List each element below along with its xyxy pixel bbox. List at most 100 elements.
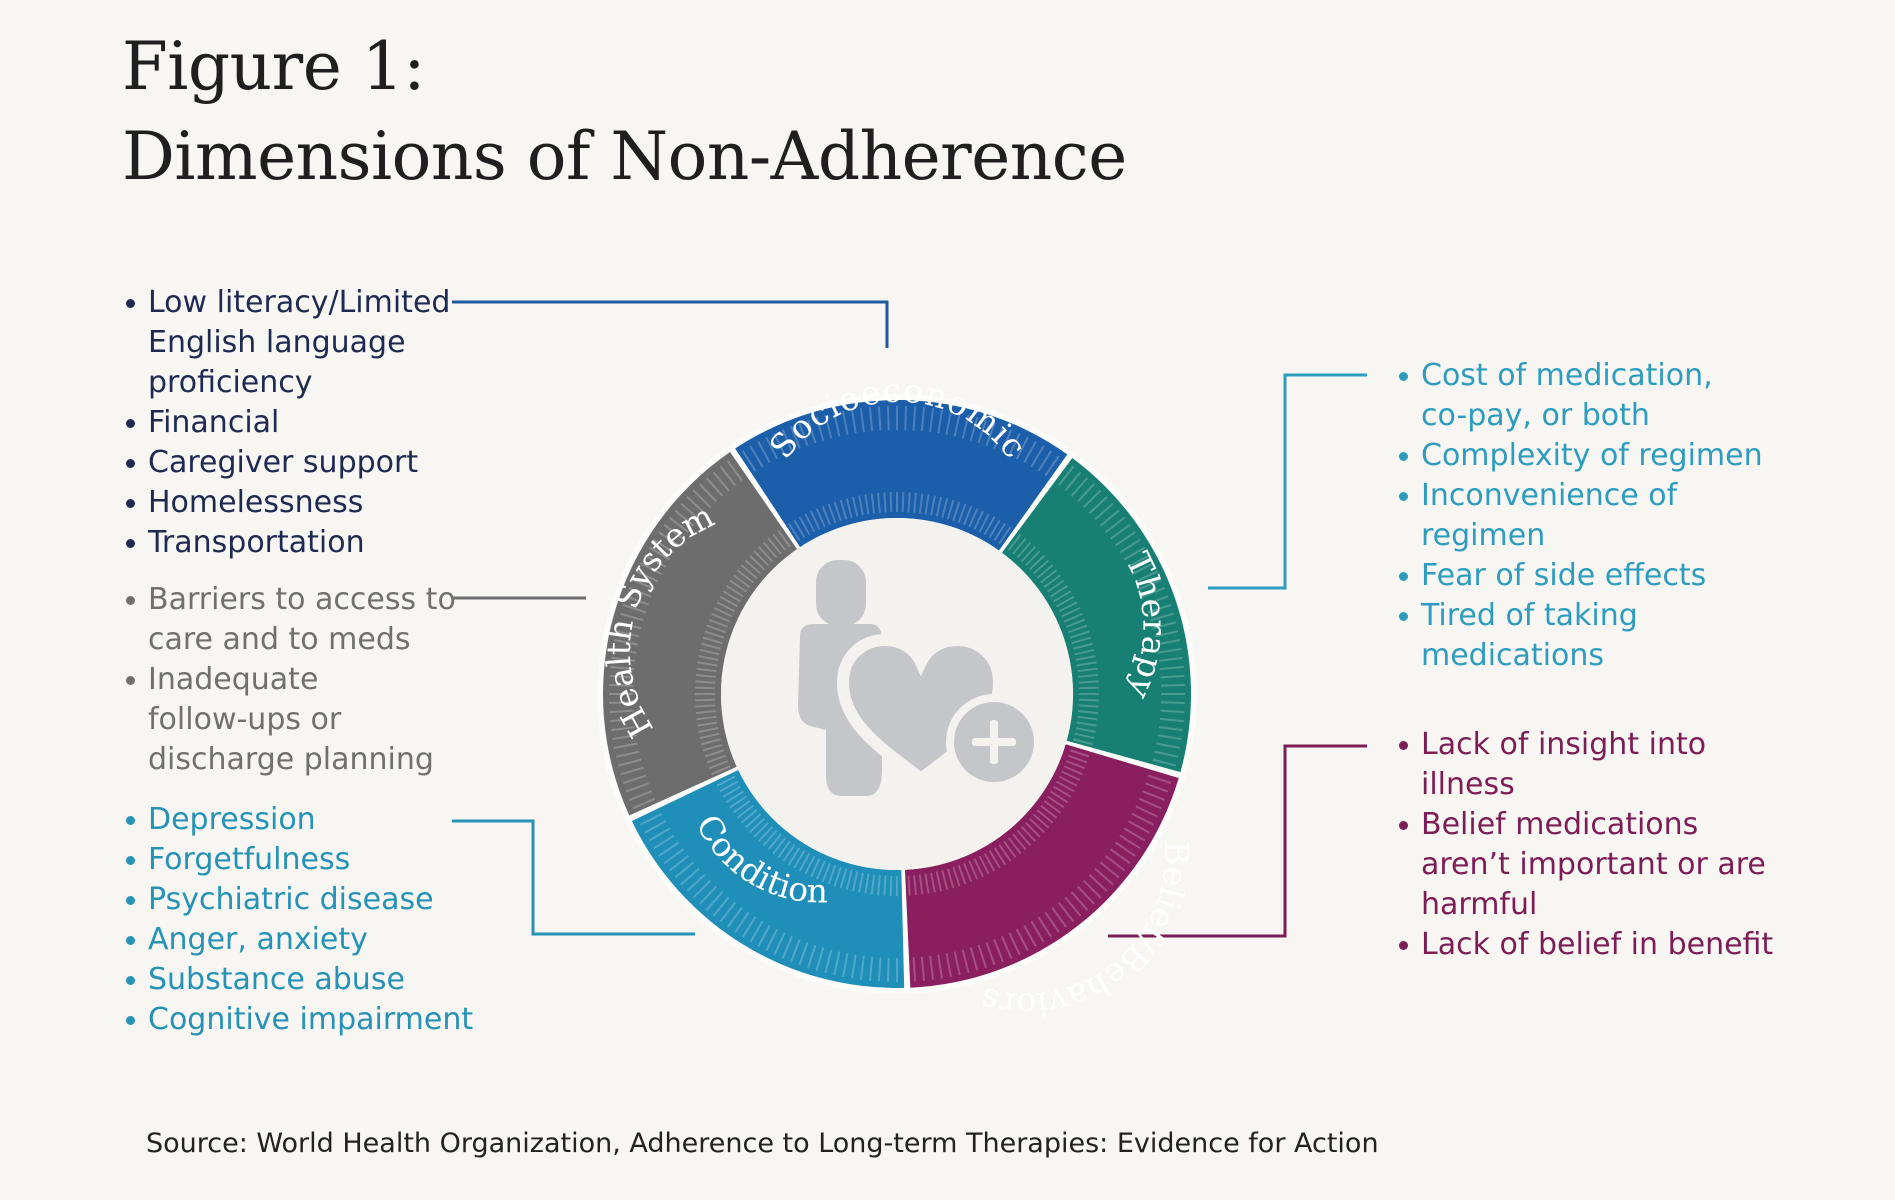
- list-item: Inconvenience of: [1397, 476, 1763, 516]
- hatch-line: [790, 425, 801, 449]
- list-item: Transportation: [124, 523, 450, 563]
- hatch-line: [912, 957, 917, 982]
- health-system-factors-list: Barriers to access to care and to meds I…: [124, 580, 456, 780]
- figure-title-line2: Dimensions of Non-Adherence: [122, 118, 1127, 195]
- hatch-line: [1158, 726, 1183, 732]
- hatch-line: [810, 858, 821, 878]
- hatch-line: [719, 595, 738, 608]
- hatch-line: [767, 537, 782, 555]
- hatch-line: [1157, 647, 1182, 654]
- hatch-line: [1053, 590, 1072, 603]
- hatch-line: [1152, 621, 1177, 630]
- hatch-line: [935, 496, 943, 517]
- hatch-line: [969, 947, 979, 971]
- hatch-line: [1030, 445, 1045, 468]
- hatch-line: [625, 782, 649, 793]
- hatch-line: [698, 727, 719, 733]
- hatch-line: [1028, 817, 1045, 834]
- hatch-line: [842, 953, 849, 978]
- hatch-line: [901, 875, 905, 896]
- hatch-line: [876, 875, 881, 896]
- hatch-line: [1135, 805, 1159, 818]
- hatch-line: [729, 579, 748, 593]
- hatch-line: [772, 533, 787, 551]
- hatch-line: [757, 924, 771, 947]
- hatch-line: [741, 450, 757, 472]
- hatch-line: [833, 501, 842, 522]
- connector-lines: [452, 300, 1367, 938]
- hatch-line: [1071, 743, 1092, 752]
- hatch-line: [961, 414, 970, 439]
- hatch-line: [1147, 604, 1172, 614]
- hatch-line: [1114, 531, 1136, 547]
- hatch-line: [713, 607, 733, 618]
- segment-condition: [631, 770, 905, 988]
- hatch-line: [706, 624, 727, 634]
- hatch-line: [968, 860, 979, 880]
- hatch-line: [821, 862, 831, 883]
- hatch-line: [1154, 630, 1179, 638]
- hatch-line: [827, 864, 837, 885]
- hatch-line: [824, 414, 833, 439]
- hatch-line: [952, 501, 961, 522]
- hatch-line: [1030, 920, 1045, 943]
- hatch-line: [1065, 760, 1086, 770]
- hatch-line: [610, 665, 635, 671]
- hatch-line: [695, 686, 716, 690]
- hatch-line: [1088, 873, 1108, 892]
- segment-belief-behaviors: [904, 744, 1179, 988]
- hatch-line: [699, 648, 720, 656]
- hatch-line: [612, 734, 637, 741]
- hatch-line: [697, 661, 718, 667]
- hatch-line: [988, 850, 1001, 869]
- hatch-line: [615, 630, 640, 638]
- hatch-line: [845, 498, 853, 518]
- hatch-line: [1073, 642, 1093, 650]
- hatch-line: [1150, 766, 1174, 776]
- hatch-line: [993, 425, 1004, 449]
- segment-health-system: [603, 451, 798, 816]
- hatch-line: [864, 494, 870, 515]
- hatch-line: [725, 790, 744, 804]
- hatch-line: [680, 867, 700, 886]
- hatch-line: [804, 855, 816, 875]
- hatch-line: [757, 825, 774, 842]
- hatch-line: [1075, 655, 1096, 661]
- hatch-line: [1024, 821, 1041, 838]
- hatch-line: [1016, 829, 1032, 847]
- hatch-line: [716, 775, 736, 787]
- hatch-line: [609, 674, 634, 679]
- hatch-line: [1070, 891, 1089, 911]
- hatch-line: [762, 541, 778, 559]
- hatch-line: [977, 944, 987, 969]
- hatch-line: [798, 422, 809, 446]
- hatch-line: [988, 519, 1001, 538]
- hatch-line: [749, 920, 764, 943]
- hatch-line: [1003, 840, 1017, 859]
- hatch-line: [757, 546, 774, 563]
- hatch-line: [1028, 554, 1045, 571]
- hatch-line: [609, 701, 634, 705]
- hatch-line: [1032, 559, 1050, 575]
- hatch-line: [1012, 833, 1027, 851]
- hatch-line: [740, 809, 758, 824]
- hatch-line: [1058, 601, 1078, 613]
- hatch-line: [1088, 496, 1108, 515]
- hatch-line: [978, 855, 990, 875]
- hatch-line: [1036, 564, 1054, 579]
- hatch-line: [653, 538, 675, 554]
- list-item: Anger, anxiety: [124, 920, 473, 960]
- hatch-line: [782, 526, 796, 545]
- hatch-line: [1078, 680, 1099, 684]
- hatch-line: [668, 855, 690, 872]
- hatch-line: [1131, 562, 1155, 576]
- hatch-line: [1078, 686, 1099, 690]
- hatch-line: [1070, 477, 1089, 497]
- hatch-line: [699, 885, 718, 905]
- hatch-line: [1145, 595, 1169, 606]
- hatch-line: [726, 460, 743, 482]
- hatch-line: [1051, 460, 1068, 482]
- hatch-line: [929, 955, 935, 980]
- hatch-line: [963, 505, 973, 526]
- hatch-line: [613, 639, 638, 646]
